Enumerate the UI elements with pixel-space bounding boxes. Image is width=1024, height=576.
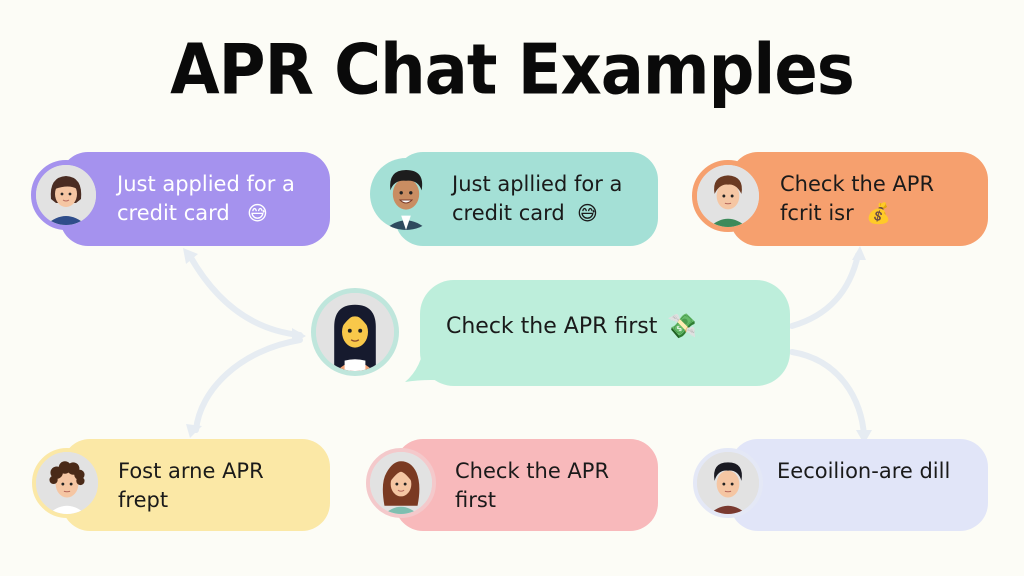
man-red-shirt-avatar bbox=[693, 448, 763, 518]
woman-long-hair-avatar bbox=[311, 288, 399, 376]
message-bubble: Check the APR first 💸 bbox=[420, 280, 790, 386]
message-bubble: Fost arne APR frept bbox=[62, 439, 330, 531]
arrow-head-icon bbox=[183, 248, 198, 264]
arrow-head-icon bbox=[852, 246, 866, 260]
arrow-head-icon bbox=[292, 328, 306, 344]
man-green-shirt-avatar bbox=[692, 160, 764, 232]
man-suit-avatar bbox=[370, 158, 442, 230]
message-text: Fost arne APR frept bbox=[118, 459, 264, 512]
sweat-smile-emoji: 😅 bbox=[577, 201, 598, 225]
man-curly-hair-avatar bbox=[32, 448, 102, 518]
arrow-head-icon bbox=[856, 430, 872, 444]
message-bubble: Check the APR fcrit isr💰 bbox=[730, 152, 988, 246]
connector-center-to-top-right bbox=[789, 252, 861, 329]
message-bubble: Just applied for a credit card😅 bbox=[60, 152, 330, 246]
woman-wavy-hair-avatar bbox=[366, 448, 436, 518]
connector-center-to-bottom-right bbox=[789, 349, 867, 439]
sweat-smile-emoji: 😅 bbox=[247, 201, 268, 225]
page-title: APR Chat Examples bbox=[170, 31, 855, 111]
woman-short-hair-avatar bbox=[31, 160, 101, 230]
connector-center-to-bottom-left bbox=[193, 337, 303, 433]
message-text: Check the APR first bbox=[446, 314, 658, 339]
money-bag-emoji: 💰 bbox=[866, 201, 891, 225]
bubble-tail bbox=[405, 340, 460, 382]
message-text: Just applied for a credit card bbox=[117, 172, 295, 225]
message-text: Check the APR fcrit isr bbox=[780, 172, 935, 225]
message-bubble: Eecoilion-are dill bbox=[730, 439, 988, 531]
message-text: Eecoilion-are dill bbox=[777, 459, 951, 483]
message-text: Check the APR first bbox=[455, 459, 610, 512]
money-with-wings-emoji: 💸 bbox=[667, 312, 698, 340]
message-text: Just apllied for a credit card bbox=[452, 172, 623, 225]
arrow-head-icon bbox=[186, 424, 202, 438]
message-bubble: Check the APR first bbox=[395, 439, 658, 531]
connector-top-left-to-center bbox=[187, 253, 303, 338]
